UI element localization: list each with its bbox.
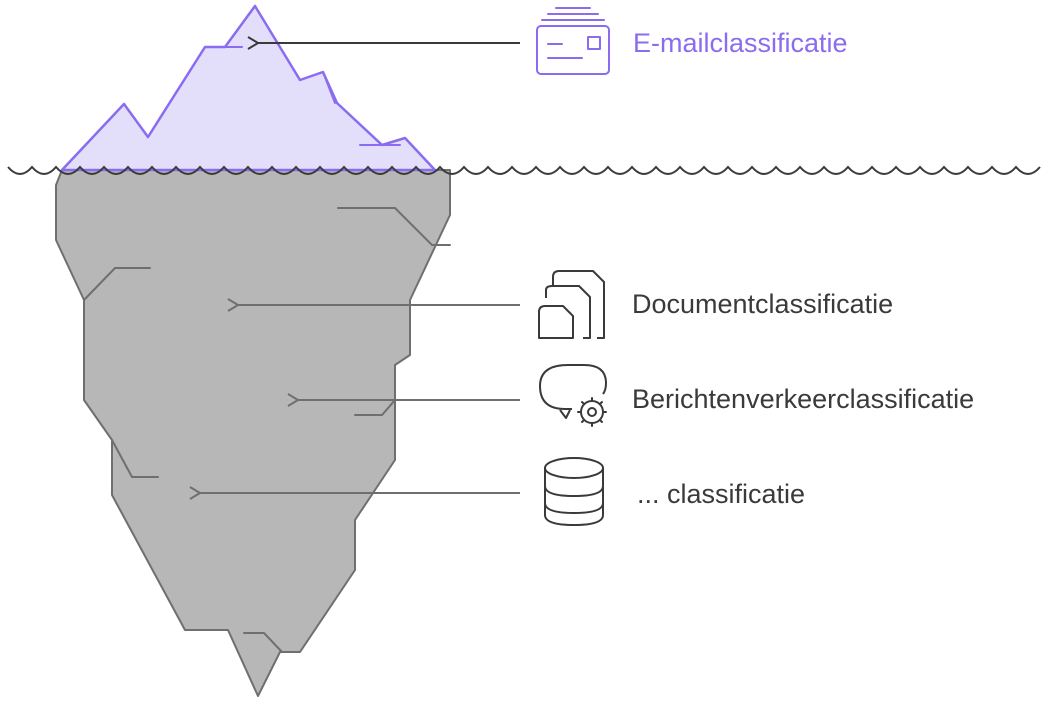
message-settings-icon xyxy=(539,364,607,427)
documents-icon xyxy=(538,270,605,339)
email-icon xyxy=(536,7,610,75)
document-classification-label: Documentclassificatie xyxy=(632,289,894,319)
water-line xyxy=(7,165,1041,175)
database-icon xyxy=(544,457,604,527)
email-classification-label: E-mailclassificatie xyxy=(633,28,848,58)
message-classification-label: Berichtenverkeerclassificatie xyxy=(632,384,975,414)
iceberg-underwater xyxy=(55,169,451,697)
other-classification-label: ... classificatie xyxy=(637,479,806,509)
iceberg-tip xyxy=(60,4,437,172)
